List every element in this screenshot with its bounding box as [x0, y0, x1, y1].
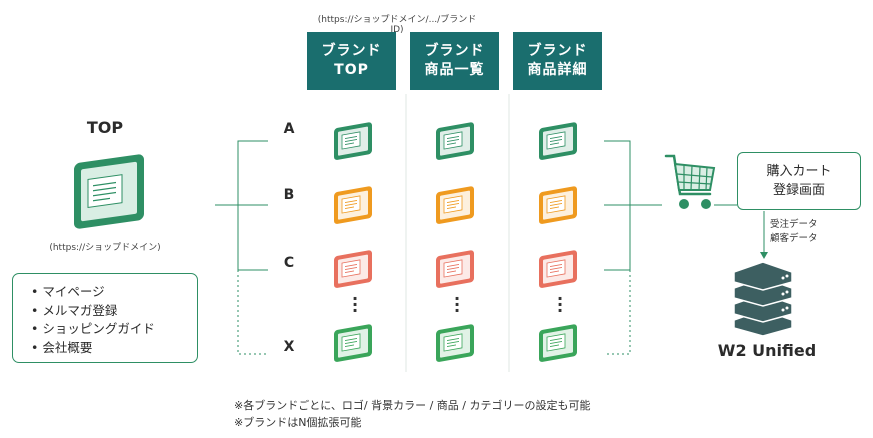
brand-page-icon-green: [334, 324, 372, 362]
footnote-brand-expansion: ※ブランドはN個拡張可能: [234, 416, 362, 429]
row-label-x: X: [283, 339, 295, 355]
brand-page-icon-orange: [334, 186, 372, 224]
column-header-brand-list: ブランド 商品一覧: [410, 32, 499, 90]
column-header-brand-detail: ブランド 商品詳細: [513, 32, 602, 90]
brand-page-icon-green: [334, 122, 372, 160]
brand-url-caption: (https://ショップドメイン/.../ブランドID): [317, 15, 477, 35]
brand-page-icon-orange: [436, 186, 474, 224]
footnote-brand-settings: ※各ブランドごとに、ロゴ/ 背景カラー / 商品 / カテゴリーの設定も可能: [234, 399, 591, 412]
column-header-line2: 商品詳細: [527, 62, 588, 78]
cart-box-line1: 購入カート: [766, 164, 832, 179]
brand-page-icon-green: [436, 122, 474, 160]
server-stack-icon: [733, 262, 793, 336]
feature-item: 会社概要: [31, 339, 197, 358]
brand-page-icon-red: [436, 250, 474, 288]
more-rows-ellipsis: ···: [351, 289, 359, 320]
top-page-url: (https://ショップドメイン): [49, 243, 161, 253]
feature-item: メルマガ登録: [31, 302, 197, 321]
top-features-box: マイページ メルマガ登録 ショッピングガイド 会社概要: [12, 273, 198, 363]
feature-item: マイページ: [31, 283, 197, 302]
row-label-a: A: [283, 121, 295, 137]
w2-unified-title: W2 Unified: [717, 341, 817, 360]
column-header-line1: ブランド: [527, 43, 588, 59]
cart-registration-box: 購入カート 登録画面: [737, 152, 861, 210]
more-rows-ellipsis: ···: [453, 289, 461, 320]
column-header-line1: ブランド: [321, 43, 382, 59]
cart-box-line2: 登録画面: [772, 183, 825, 198]
top-page-monitor-icon: [74, 154, 144, 229]
shopping-cart-icon: [664, 154, 716, 209]
flow-label-orders: 受注データ: [770, 219, 818, 230]
column-header-brand-top: ブランド TOP: [307, 32, 396, 90]
more-rows-ellipsis: ···: [556, 289, 564, 320]
brand-page-icon-green: [436, 324, 474, 362]
column-header-line2: TOP: [334, 62, 369, 78]
top-page-title: TOP: [86, 118, 124, 137]
row-label-c: C: [283, 255, 295, 271]
brand-page-icon-green: [539, 324, 577, 362]
brand-page-icon-red: [334, 250, 372, 288]
data-flow-label: 受注データ 顧客データ: [770, 218, 818, 246]
brand-page-icon-orange: [539, 186, 577, 224]
brand-page-icon-green: [539, 122, 577, 160]
column-header-line2: 商品一覧: [424, 62, 485, 78]
row-label-b: B: [283, 187, 295, 203]
column-header-line1: ブランド: [424, 43, 485, 59]
brand-page-icon-red: [539, 250, 577, 288]
flow-label-customers: 顧客データ: [770, 233, 818, 244]
feature-item: ショッピングガイド: [31, 320, 197, 339]
